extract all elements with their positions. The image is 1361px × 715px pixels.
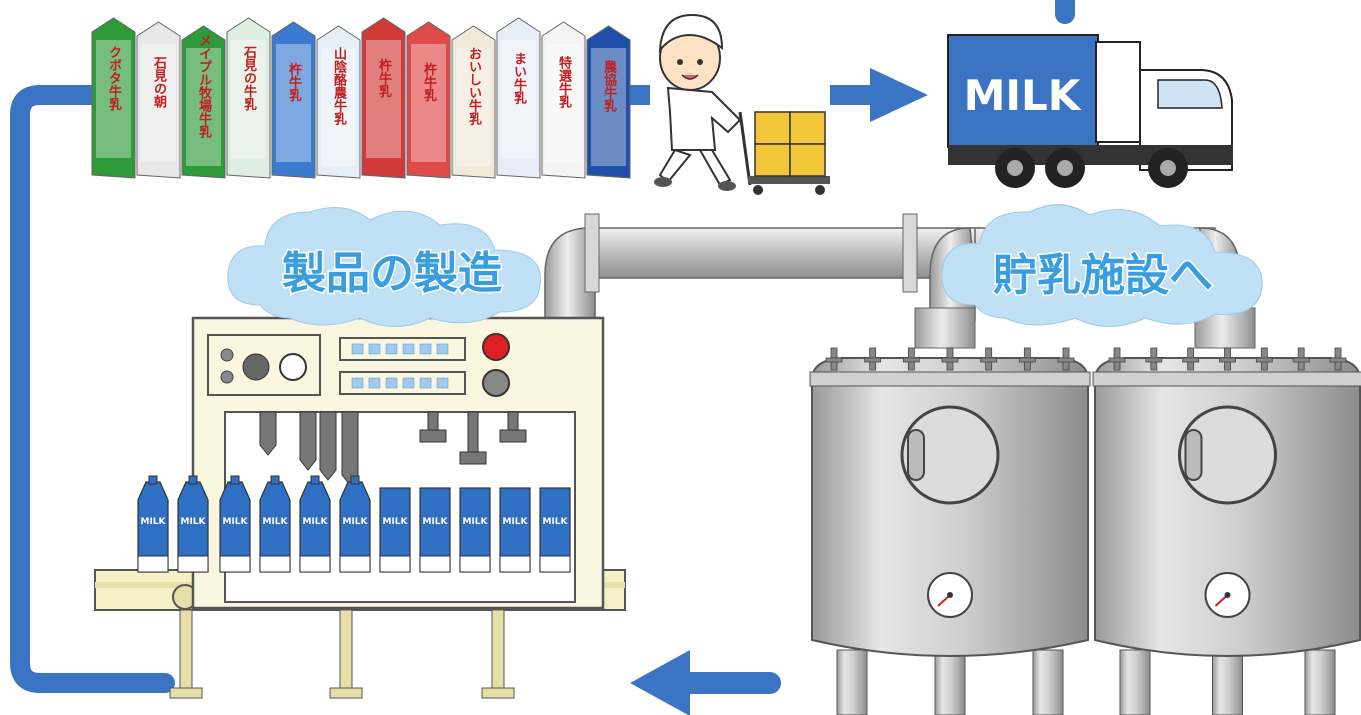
milk-carton-oishii: おいしい牛乳 <box>451 25 496 179</box>
carton-title: 石見の朝 <box>151 56 168 109</box>
storage-tanks <box>809 347 1361 715</box>
milk-bottle: MILK <box>219 475 251 573</box>
return-line-arrow <box>10 85 175 693</box>
milk-bottle: MILK <box>259 475 291 573</box>
milk-carton-kubota: クボタ牛乳 <box>91 17 136 179</box>
milk-carton-tokusen: 特選牛乳 <box>541 21 586 179</box>
carton-title: 山陰酪農牛乳 <box>331 46 347 126</box>
worker-pushing-cart <box>654 13 830 195</box>
carton-title: 農協牛乳 <box>601 59 617 113</box>
milk-carton-kine-milk: 杵牛乳 <box>271 21 316 179</box>
bottle-milk-label: MILK <box>180 517 206 527</box>
bottle-milk-label: MILK <box>502 517 528 527</box>
bottle-milk-label: MILK <box>262 517 288 527</box>
bottle-milk-label: MILK <box>422 517 448 527</box>
bottle-milk-label: MILK <box>542 517 568 527</box>
milk-carton-nokyo: 農協牛乳 <box>586 25 631 179</box>
milk-carton-kine-red2: 杵牛乳 <box>406 21 451 179</box>
bottle-milk-label: MILK <box>140 517 166 527</box>
bottle-milk-label: MILK <box>222 517 248 527</box>
storage-cloud: 貯乳施設へ <box>941 204 1263 327</box>
milk-carton-iwami-asa: 石見の朝 <box>136 21 181 179</box>
milk-carton-kine-red: 杵牛乳 <box>361 17 406 179</box>
bottle-milk-label: MILK <box>462 517 488 527</box>
carton-title: 杵牛乳 <box>286 62 302 103</box>
milk-carton-umai: まい牛乳 <box>496 17 541 179</box>
milk-bottle: MILK <box>137 475 169 573</box>
manufacturing-cloud: 製品の製造 <box>227 207 541 327</box>
carton-title: まい牛乳 <box>511 52 527 105</box>
milk-bottle: MILK <box>419 487 451 573</box>
milk-bottle: MILK <box>459 487 491 573</box>
milk-bottle: MILK <box>339 475 371 573</box>
bottom-arrow-head <box>630 650 690 715</box>
carton-title: 石見の牛乳 <box>241 46 258 112</box>
milk-bottle: MILK <box>299 475 331 573</box>
storage-label: 貯乳施設へ <box>993 250 1213 301</box>
carton-title: 特選牛乳 <box>556 55 572 109</box>
carton-title: クボタ牛乳 <box>106 46 122 112</box>
milk-bottle: MILK <box>499 487 531 573</box>
flow-arrows <box>10 0 1075 715</box>
milk-carton-iwami-milk: 石見の牛乳 <box>226 17 271 179</box>
bottle-milk-label: MILK <box>302 517 328 527</box>
bottle-milk-label: MILK <box>382 517 408 527</box>
milk-carton-maple: メイプル牧場牛乳 <box>181 25 226 179</box>
truck-arrow-head <box>870 68 928 122</box>
carton-title: おいしい牛乳 <box>466 47 482 126</box>
carton-title: メイプル牧場牛乳 <box>196 34 212 139</box>
storage-tank-2 <box>1092 347 1361 715</box>
filling-machine: MILK MILK MILK MILK MILK MILK MILK MILK MILK MILK… <box>94 316 626 699</box>
manufacturing-label: 製品の製造 <box>282 248 502 299</box>
bottle-milk-label: MILK <box>342 517 368 527</box>
carton-title: 杵牛乳 <box>421 62 437 103</box>
milk-bottle: MILK <box>539 487 571 573</box>
storage-tank-1 <box>809 347 1091 715</box>
truck-milk-label: MILK <box>964 71 1082 120</box>
milk-cartons: クボタ牛乳 石見の朝 メイプル牧場牛乳 石見の牛乳 杵牛乳 山陰酪農牛乳 杵牛乳 杵牛乳 おいし… <box>91 17 631 179</box>
milk-bottle: MILK <box>379 487 411 573</box>
milk-carton-sanin: 山陰酪農牛乳 <box>316 25 361 179</box>
milk-bottle: MILK <box>177 475 209 573</box>
milk-truck: MILK <box>947 34 1233 188</box>
carton-title: 杵牛乳 <box>376 58 392 99</box>
